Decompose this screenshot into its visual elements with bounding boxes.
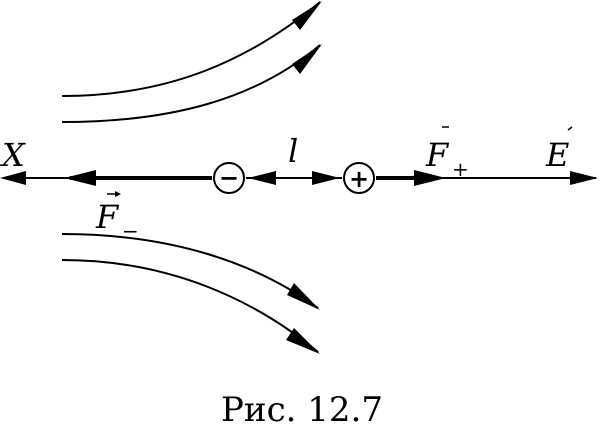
- negative-charge-sign: −: [219, 164, 239, 192]
- force-minus-label: F −: [95, 191, 139, 243]
- field-e-vector-bar: [567, 126, 573, 131]
- field-e-label: E: [545, 126, 573, 174]
- force-minus-letter: F: [95, 198, 120, 236]
- axis: [0, 170, 598, 186]
- arrowhead-top-outer: [292, 1, 322, 30]
- separation-label: l: [288, 132, 298, 170]
- force-minus-arrowhead: [64, 170, 96, 186]
- positive-charge: +: [343, 162, 375, 194]
- force-minus-subscript: −: [122, 219, 139, 243]
- field-line-bottom-outer: [61, 259, 319, 353]
- axis-arrow-left: [0, 171, 26, 185]
- arrowhead-top-inner: [292, 44, 322, 74]
- separation-arrow-left: [248, 171, 276, 185]
- axis-x-label: X: [0, 136, 26, 174]
- force-minus-vector-tip: [115, 191, 121, 197]
- force-plus-subscript: +: [452, 157, 469, 181]
- separation-arrow-right: [312, 171, 340, 185]
- arrowhead-bottom-outer: [286, 328, 320, 354]
- negative-charge-circle: [213, 162, 245, 194]
- positive-charge-sign: +: [349, 165, 369, 193]
- field-arrow-right: [570, 171, 598, 185]
- negative-charge: −: [213, 162, 245, 194]
- field-line-arrowheads: [286, 1, 322, 354]
- field-line-top-outer: [61, 1, 321, 97]
- positive-charge-circle: [343, 162, 375, 194]
- force-plus-letter: F: [425, 136, 450, 174]
- field-e-letter: E: [545, 136, 569, 174]
- force-plus-arrowhead: [414, 170, 446, 186]
- field-line-bottom-inner: [61, 233, 319, 309]
- field-line-top-inner: [61, 44, 321, 123]
- arrowhead-bottom-inner: [287, 283, 320, 310]
- figure-caption: Рис. 12.7: [221, 390, 383, 430]
- force-plus-label: F +: [425, 126, 469, 181]
